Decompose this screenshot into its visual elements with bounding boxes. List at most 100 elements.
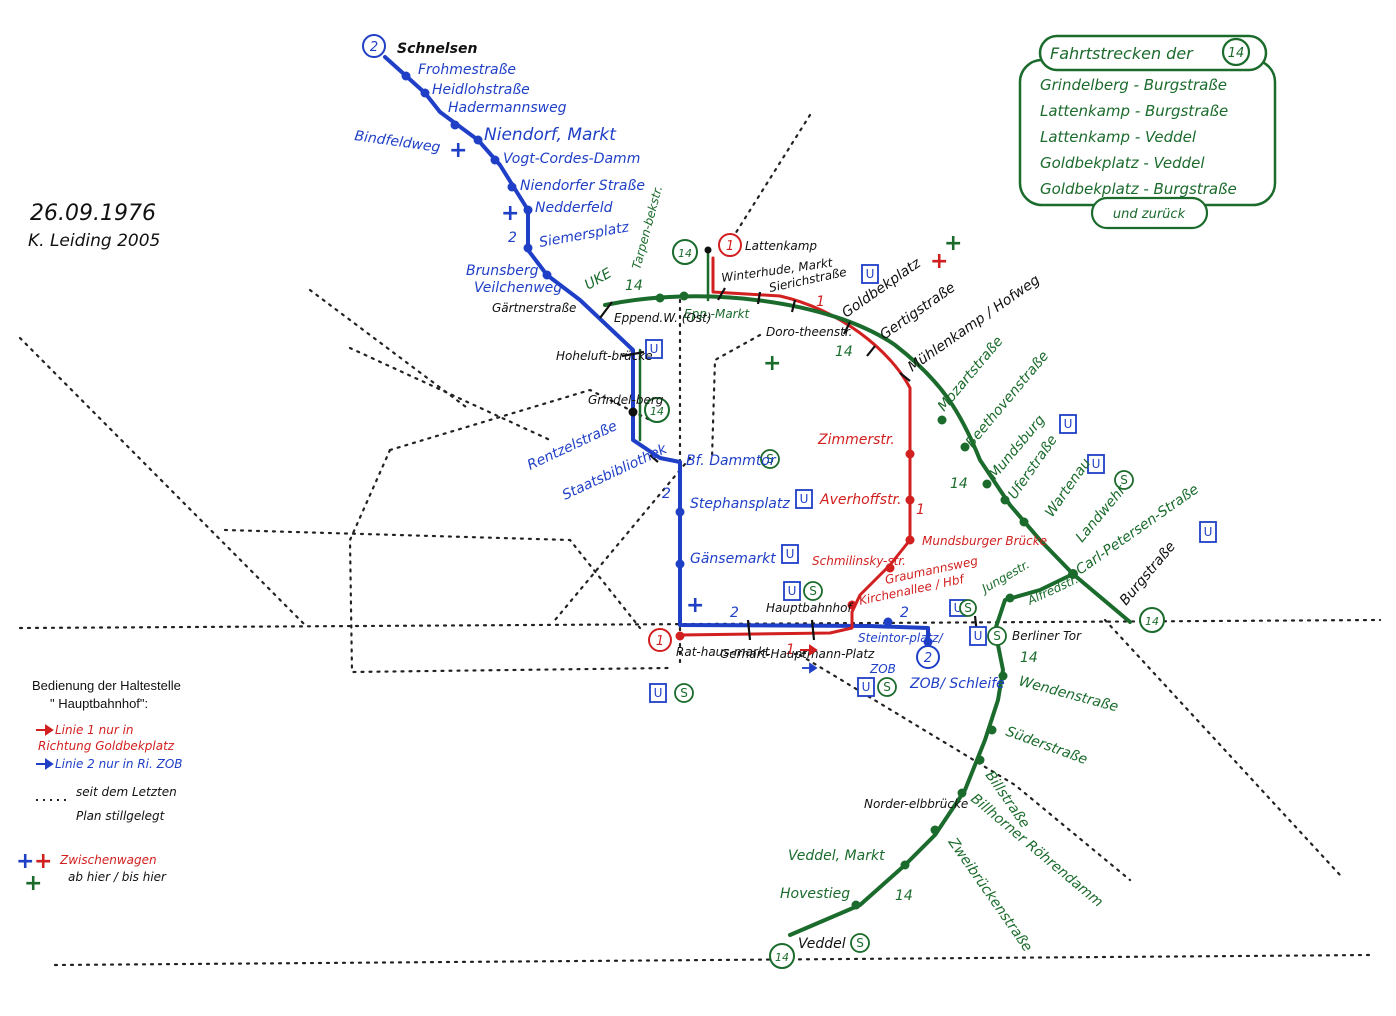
station-label: Mundsburger Brücke bbox=[922, 534, 1047, 548]
station-label: Epp.-Markt bbox=[684, 307, 751, 321]
station-label: Brunsberg bbox=[466, 263, 539, 279]
svg-text:+: + bbox=[16, 849, 34, 874]
station-label: Gänsemarkt bbox=[690, 551, 776, 567]
line-14-badge: 14 bbox=[769, 943, 795, 969]
sbahn-icon: S bbox=[877, 677, 897, 697]
route-box: Fahrtstrecken der 14 Grindelberg - Burgs… bbox=[1018, 34, 1277, 230]
svg-text:S: S bbox=[964, 601, 972, 615]
station-label: Veddel, Markt bbox=[788, 848, 885, 864]
svg-text:U: U bbox=[800, 492, 809, 506]
station-label: Vogt-Cordes-Damm bbox=[503, 151, 640, 167]
station-label: ZOB bbox=[869, 662, 896, 676]
svg-text:S: S bbox=[1120, 473, 1128, 487]
station-label: UKE bbox=[582, 265, 615, 293]
station-label: Averhoffstr. bbox=[819, 492, 901, 508]
svg-text:14: 14 bbox=[1020, 650, 1038, 666]
author-text: K. Leiding 2005 bbox=[28, 231, 160, 251]
ubahn-icon: U bbox=[857, 677, 875, 697]
svg-text:1: 1 bbox=[816, 294, 825, 310]
route-item: Lattenkamp - Burgstraße bbox=[1040, 102, 1228, 120]
plus-markers: + + + + + + + + + bbox=[16, 138, 962, 896]
station-label: Hadermannsweg bbox=[448, 100, 567, 116]
line-14-badge: 14 bbox=[1139, 607, 1165, 633]
svg-text:U: U bbox=[1064, 417, 1073, 431]
station-label: Gerhart-Hauptmann-Platz bbox=[720, 647, 875, 661]
svg-text:S: S bbox=[856, 936, 864, 950]
ubahn-icon: U bbox=[795, 489, 813, 509]
station-label: Süderstraße bbox=[1004, 724, 1090, 768]
station-label: Grindel-berg bbox=[588, 393, 664, 407]
station-label: Eppend.W. (Ost) bbox=[614, 311, 712, 325]
svg-text:1: 1 bbox=[916, 502, 925, 518]
svg-text:Zwischenwagen: Zwischenwagen bbox=[59, 853, 157, 867]
line-number-labels: 2 2 2 2 1 1 1 14 14 14 14 14 bbox=[508, 230, 1038, 904]
svg-text:U: U bbox=[650, 342, 659, 356]
svg-text:S: S bbox=[993, 629, 1001, 643]
svg-text:+: + bbox=[449, 138, 467, 163]
route-box-badge-text: 14 bbox=[1228, 46, 1245, 61]
terminus-badges: 2 2 1 1 14 14 14 14 bbox=[362, 34, 1165, 969]
route-box-title: Fahrtstrecken der bbox=[1050, 44, 1194, 63]
closed-lines bbox=[18, 113, 1382, 967]
svg-text:1: 1 bbox=[656, 634, 664, 649]
line-2 bbox=[383, 55, 930, 642]
station-label: Veddel bbox=[798, 936, 846, 952]
ubahn-icon: U bbox=[1059, 414, 1077, 434]
station-label: Jungestr. bbox=[978, 557, 1032, 596]
svg-text:+: + bbox=[24, 871, 42, 896]
legend-title: Bedienung der Haltestelle bbox=[32, 678, 181, 693]
ubahn-icon: U bbox=[649, 683, 667, 703]
transfer-symbols: U U U U U U U U U U U U S S S S S S S S bbox=[645, 264, 1217, 953]
svg-text:U: U bbox=[974, 629, 983, 643]
legend: Bedienung der Haltestelle " Hauptbahnhof… bbox=[32, 678, 183, 884]
station-label: Berliner Tor bbox=[1012, 629, 1082, 643]
station-label: Burgstraße bbox=[1117, 539, 1179, 609]
station-label: Schmilinsky-str. bbox=[812, 554, 906, 568]
station-label: Zimmerstr. bbox=[817, 432, 895, 448]
station-label: Wendenstraße bbox=[1017, 673, 1120, 715]
station-label: Heidlohstraße bbox=[432, 82, 530, 98]
route-item: Goldbekplatz - Burgstraße bbox=[1040, 180, 1237, 198]
sbahn-icon: S bbox=[803, 581, 823, 601]
line-1-badge: 1 bbox=[648, 628, 672, 652]
hbf-red-arrow-icon bbox=[800, 644, 818, 656]
station-label: Wartenau bbox=[1042, 455, 1094, 520]
svg-text:Linie 1 nur in: Linie 1 nur in bbox=[55, 723, 134, 737]
svg-text:+: + bbox=[686, 593, 704, 618]
route-item: Lattenkamp - Veddel bbox=[1040, 128, 1197, 146]
svg-text:U: U bbox=[1092, 457, 1101, 471]
station-label: Norder-elbbrücke bbox=[864, 797, 968, 811]
station-label: Gärtnerstraße bbox=[492, 301, 576, 315]
svg-text:14: 14 bbox=[678, 247, 692, 260]
svg-text:+: + bbox=[944, 231, 962, 256]
legend-subtitle: " Hauptbahnhof": bbox=[50, 696, 148, 711]
route-item: Grindelberg - Burgstraße bbox=[1040, 76, 1227, 94]
svg-text:14: 14 bbox=[650, 405, 664, 418]
line-2-badge: 2 bbox=[362, 34, 386, 58]
svg-text:S: S bbox=[680, 686, 688, 700]
sbahn-icon: S bbox=[674, 683, 694, 703]
station-label: Tarpen-bekstr. bbox=[629, 184, 665, 271]
svg-text:14: 14 bbox=[775, 951, 789, 964]
svg-text:+: + bbox=[34, 849, 52, 874]
line-14-badge: 14 bbox=[672, 239, 698, 265]
station-label: Bf. Dammtor bbox=[686, 453, 777, 469]
svg-text:U: U bbox=[866, 267, 875, 281]
ubahn-icon: U bbox=[645, 339, 663, 359]
svg-text:U: U bbox=[1204, 525, 1213, 539]
sbahn-icon: S bbox=[850, 933, 870, 953]
line-1 bbox=[678, 256, 912, 637]
svg-text:Richtung Goldbekplatz: Richtung Goldbekplatz bbox=[38, 739, 175, 753]
svg-text:14: 14 bbox=[1145, 615, 1159, 628]
route-box-return: und zurück bbox=[1113, 207, 1186, 222]
station-label: Niendorf, Markt bbox=[484, 125, 617, 145]
red-arrow-icon bbox=[36, 724, 54, 736]
station-label: Nedderfeld bbox=[535, 200, 613, 216]
svg-text:14: 14 bbox=[895, 888, 913, 904]
svg-text:2: 2 bbox=[730, 605, 739, 621]
svg-text:S: S bbox=[809, 584, 817, 598]
station-label: Lattenkamp bbox=[745, 239, 817, 253]
station-label: Steintor-platz/ bbox=[858, 631, 945, 645]
station-label: Zweibrückenstraße bbox=[944, 834, 1035, 955]
svg-text:S: S bbox=[766, 452, 774, 466]
